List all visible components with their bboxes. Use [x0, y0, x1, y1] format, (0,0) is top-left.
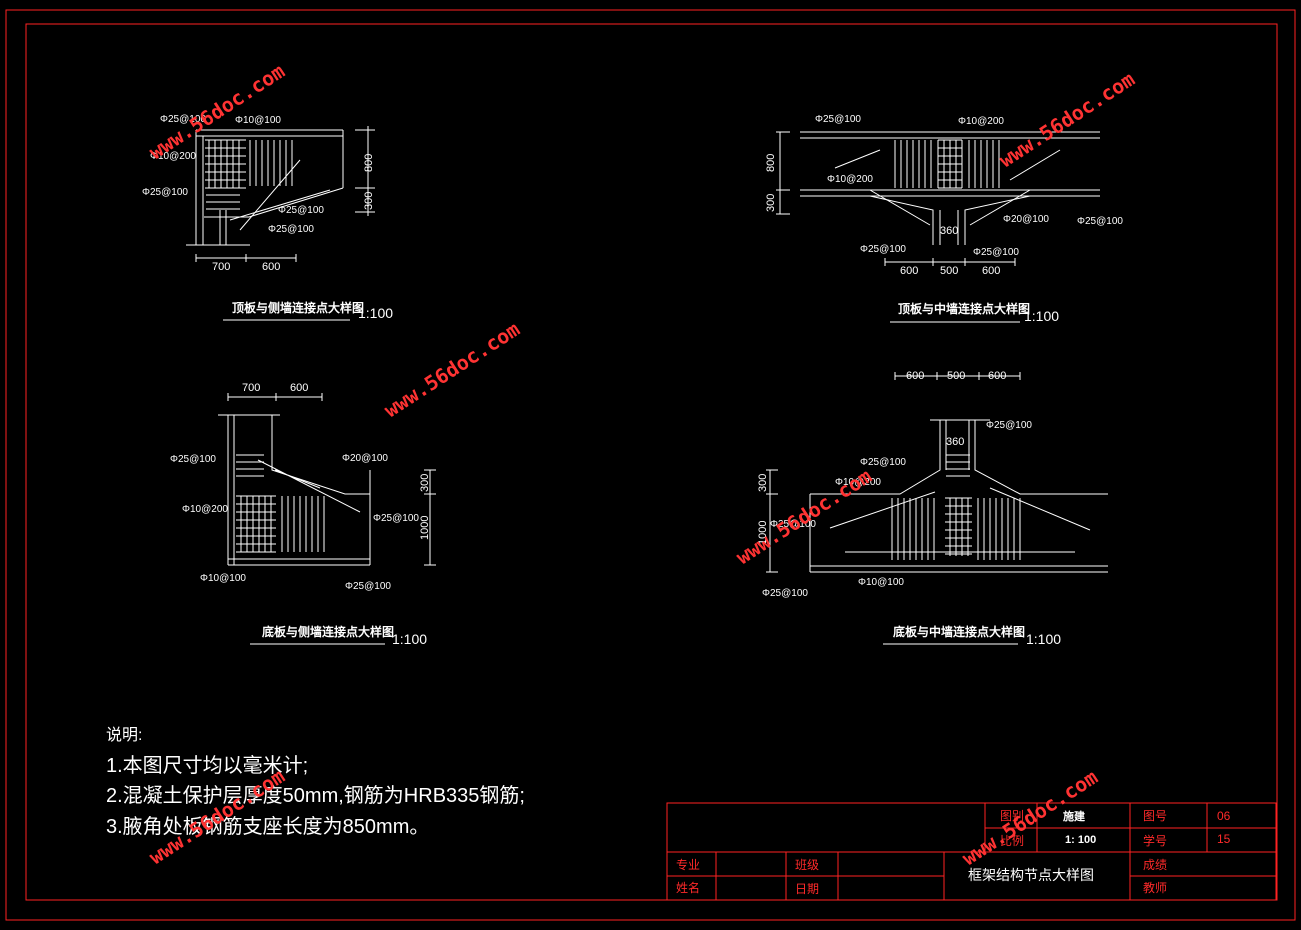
detail-title: 底板与中墙连接点大样图	[893, 624, 1025, 639]
label: Φ25@100	[770, 519, 816, 530]
dimension: 700	[242, 382, 260, 394]
scale-label: 比例	[1000, 834, 1024, 848]
date-label: 日期	[795, 882, 819, 896]
dimension: 300	[765, 194, 777, 212]
label: Φ20@100	[1003, 214, 1049, 225]
label: Φ25@100	[1077, 216, 1123, 227]
note-item: 2.混凝土保护层厚度50mm,钢筋为HRB335钢筋;	[106, 784, 525, 807]
dimension: 1000	[757, 521, 769, 545]
dimension: 800	[765, 154, 777, 172]
stirrup-grid	[205, 139, 293, 210]
stirrup-grid	[891, 454, 1021, 560]
dimension: 800	[363, 154, 375, 172]
label: Φ25@100	[986, 420, 1032, 431]
major-label: 专业	[676, 857, 700, 872]
dimension: 600	[900, 265, 918, 277]
title-block: 专业 姓名 班级 日期 图别 施建 比例 1: 100 图号 06 学号 15 …	[666, 802, 1277, 901]
drawing-title: 框架结构节点大样图	[968, 867, 1094, 883]
detail-scale: 1:100	[1024, 308, 1059, 324]
notes-heading: 说明:	[106, 726, 142, 744]
note-item: 1.本图尺寸均以毫米计;	[106, 754, 308, 777]
label: Φ10@200	[150, 151, 196, 162]
label: Φ25@100	[973, 247, 1019, 258]
detail-scale: 1:100	[392, 631, 427, 647]
scale-value: 1: 100	[1065, 834, 1096, 846]
watermark: www.56doc.com	[995, 67, 1139, 172]
label: Φ25@100	[815, 114, 861, 125]
label: Φ10@200	[958, 116, 1004, 127]
sheet-no-label: 图号	[1143, 809, 1167, 823]
label: Φ25@100	[160, 114, 206, 125]
detail-bottom-side: 700 600 Φ25@100 Φ20@100 Φ10@200 Φ25@100 …	[170, 382, 436, 647]
dimension: 1000	[419, 516, 431, 540]
label: Φ25@100	[860, 457, 906, 468]
label: Φ25@100	[170, 454, 216, 465]
label: Φ25@100	[860, 244, 906, 255]
dimension: 600	[906, 370, 924, 382]
dimension: 500	[947, 370, 965, 382]
label: Φ10@200	[182, 504, 228, 515]
label: Φ25@100	[762, 588, 808, 599]
teacher-label: 教师	[1143, 880, 1167, 895]
detail-top-middle: Φ25@100 Φ10@200 Φ10@200 Φ20@100 Φ25@100 …	[765, 114, 1123, 324]
label: Φ10@100	[235, 115, 281, 126]
detail-scale: 1:100	[358, 305, 393, 321]
grade-label: 成绩	[1143, 858, 1167, 872]
detail-top-side: Φ25@100 Φ10@100 Φ10@200 Φ25@100 Φ25@100 …	[142, 114, 393, 321]
label: Φ25@100	[268, 224, 314, 235]
stirrup-grid	[894, 139, 1000, 189]
dimension: 600	[988, 370, 1006, 382]
detail-title: 顶板与侧墙连接点大样图	[232, 300, 364, 315]
name-label: 姓名	[676, 880, 700, 895]
label: Φ10@100	[858, 577, 904, 588]
student-no-value: 15	[1217, 832, 1231, 846]
inner-frame	[25, 23, 1278, 901]
outer-frame	[5, 9, 1296, 921]
label: Φ10@200	[827, 174, 873, 185]
label: Φ25@100	[373, 513, 419, 524]
dimension: 600	[262, 261, 280, 273]
watermark: www.56doc.com	[380, 317, 524, 422]
detail-bottom-middle: 600 500 600 360 Φ25@100 Φ25@100 Φ10@200 …	[757, 370, 1108, 647]
note-item: 3.腋角处板钢筋支座长度为850mm。	[106, 815, 429, 838]
dimension: 300	[757, 474, 769, 492]
stirrup-grid	[236, 454, 325, 553]
category-value: 施建	[1063, 809, 1086, 823]
label: 360	[946, 436, 964, 448]
label: 360	[940, 225, 958, 237]
label: Φ10@100	[200, 573, 246, 584]
dimension: 600	[982, 265, 1000, 277]
label: Φ10@200	[835, 477, 881, 488]
dimension: 500	[940, 265, 958, 277]
detail-title: 顶板与中墙连接点大样图	[898, 301, 1030, 316]
notes: 说明: 1.本图尺寸均以毫米计; 2.混凝土保护层厚度50mm,钢筋为HRB33…	[106, 726, 525, 838]
detail-title: 底板与侧墙连接点大样图	[262, 624, 394, 639]
sheet-no-value: 06	[1217, 809, 1231, 823]
student-no-label: 学号	[1143, 833, 1167, 848]
dimension: 600	[290, 382, 308, 394]
watermark: www.56doc.com	[732, 464, 876, 569]
watermarks: www.56doc.com www.56doc.com www.56doc.co…	[145, 59, 1139, 870]
label: Φ25@100	[142, 187, 188, 198]
dimension: 300	[363, 192, 375, 210]
category-label: 图别	[1000, 809, 1024, 823]
label: Φ20@100	[342, 453, 388, 464]
dimension: 300	[419, 474, 431, 492]
label: Φ25@100	[278, 205, 324, 216]
label: Φ25@100	[345, 581, 391, 592]
dimension: 700	[212, 261, 230, 273]
detail-scale: 1:100	[1026, 631, 1061, 647]
class-label: 班级	[795, 858, 819, 872]
